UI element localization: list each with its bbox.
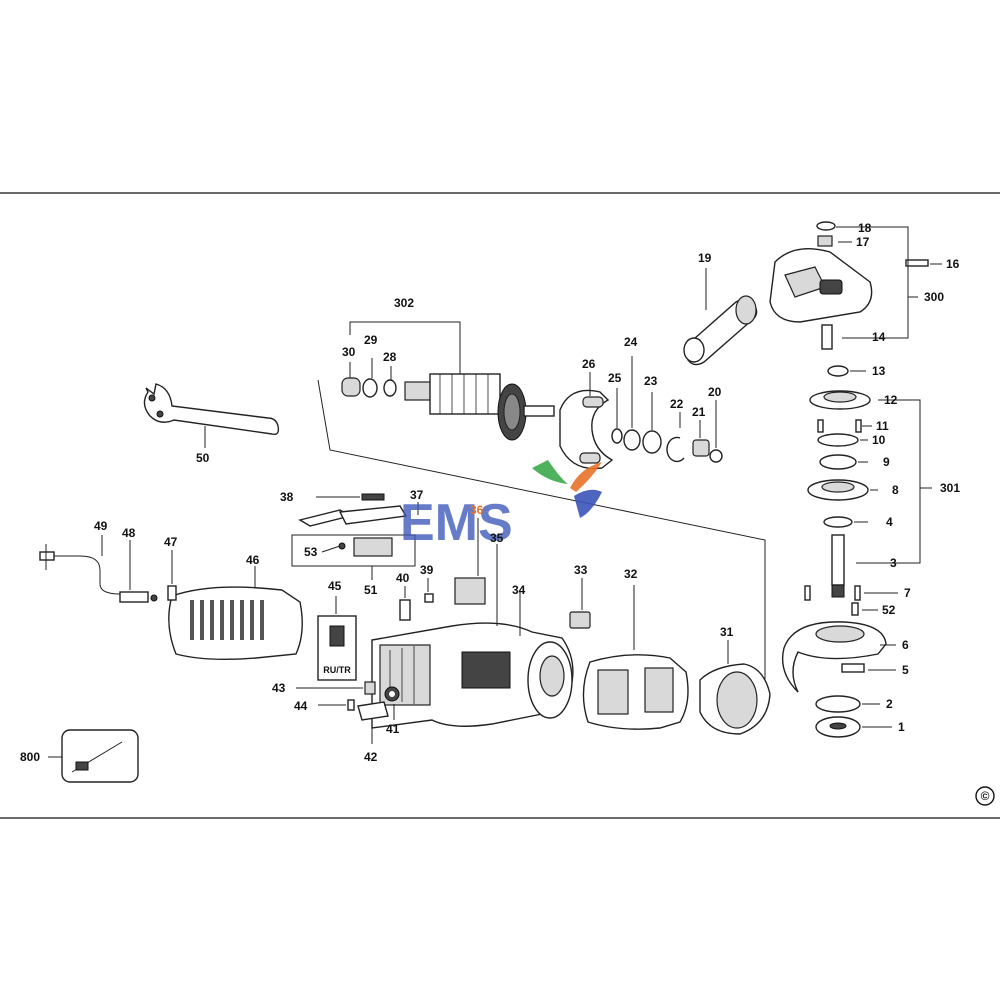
brush-ring [699,640,771,735]
label-52: 52 [882,603,896,617]
ems-watermark-text: EMS [400,494,513,552]
side-handle [683,268,758,366]
label-32: 32 [624,567,638,581]
copyright-icon: © [975,786,995,806]
label-5: 5 [902,663,909,677]
label-13: 13 [872,364,886,378]
gear-case-parts [559,356,723,470]
label-7: 7 [904,586,911,600]
label-47: 47 [164,535,178,549]
label-28: 28 [383,350,397,364]
brush-kit-800 [48,729,139,783]
label-800: 800 [20,750,40,764]
region-label-text: RU/TR [323,665,351,675]
label-26: 26 [582,357,596,371]
rating-label: RU/TR [317,596,357,681]
label-21: 21 [692,405,706,419]
wheel-guard [781,621,896,738]
label-44: 44 [294,699,308,713]
label-39: 39 [420,563,434,577]
label-53: 53 [304,545,318,559]
label-45: 45 [328,579,342,593]
armature-assembly [317,321,766,700]
motor-housing [371,544,574,729]
power-cord [39,535,177,603]
label-2: 2 [886,697,893,711]
label-48: 48 [122,526,136,540]
label-1: 1 [898,720,905,734]
label-46: 46 [246,553,260,567]
label-49: 49 [94,519,108,533]
gear-head-housing [769,221,942,350]
label-24: 24 [624,335,638,349]
label-16: 16 [946,257,960,271]
rear-housing [168,566,303,661]
field-coil [582,585,689,730]
label-51: 51 [364,583,378,597]
label-37: 37 [410,488,424,502]
label-43: 43 [272,681,286,695]
label-33: 33 [574,563,588,577]
label-19: 19 [698,251,712,265]
label-31: 31 [720,625,734,639]
label-23: 23 [644,374,658,388]
label-25: 25 [608,371,622,385]
label-6: 6 [902,638,909,652]
label-8: 8 [892,483,899,497]
label-11: 11 [876,419,889,433]
label-302: 302 [394,296,414,310]
wrench-icon [143,383,280,448]
label-18: 18 [858,221,872,235]
label-30: 30 [342,345,356,359]
label-22: 22 [670,397,684,411]
label-36: 36 [470,503,484,517]
copyright-symbol: © [981,789,990,803]
label-29: 29 [364,333,378,347]
label-34: 34 [512,583,526,597]
label-40: 40 [396,571,410,585]
label-42: 42 [364,750,378,764]
label-14: 14 [872,330,886,344]
label-38: 38 [280,490,294,504]
switch-part [569,578,591,629]
label-300: 300 [924,290,944,304]
label-35: 35 [490,531,504,545]
label-4: 4 [886,515,893,529]
label-41: 41 [386,722,400,736]
ems-logo-icon: EMS [400,460,602,552]
label-12: 12 [884,393,898,407]
spindle-assembly [804,365,932,616]
switch-components [291,493,486,621]
label-17: 17 [856,235,870,249]
label-10: 10 [872,433,886,447]
label-20: 20 [708,385,722,399]
label-9: 9 [883,455,890,469]
label-3: 3 [890,556,897,570]
part-number-labels: 18 17 16 300 14 13 12 11 10 9 8 301 4 3 … [20,221,960,764]
small-parts [296,681,400,744]
label-50: 50 [196,451,210,465]
label-301: 301 [940,481,960,495]
